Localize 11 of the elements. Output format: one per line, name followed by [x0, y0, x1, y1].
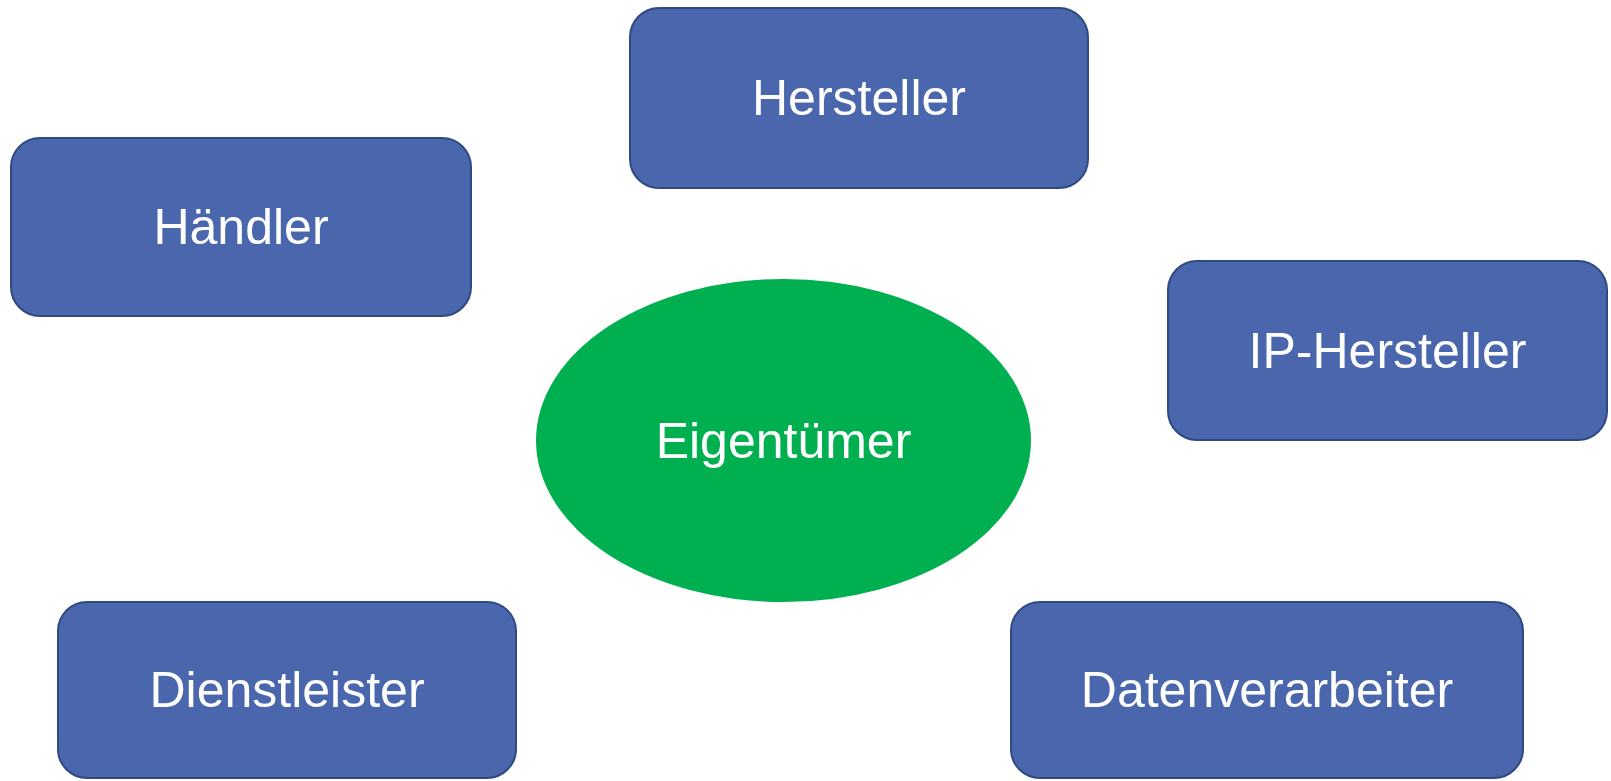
process-box — [57, 601, 517, 779]
node-label: Händler — [153, 198, 329, 256]
node-label: Eigentümer — [655, 411, 912, 470]
node-label: Datenverarbeiter — [1080, 661, 1454, 719]
node-label: Dienstleister — [149, 661, 425, 719]
process-box — [629, 7, 1089, 189]
process-box — [10, 137, 472, 317]
process-box — [1010, 601, 1524, 779]
node-label: Hersteller — [752, 69, 966, 127]
process-box — [1167, 260, 1608, 441]
node-label: IP-Hersteller — [1248, 321, 1527, 380]
